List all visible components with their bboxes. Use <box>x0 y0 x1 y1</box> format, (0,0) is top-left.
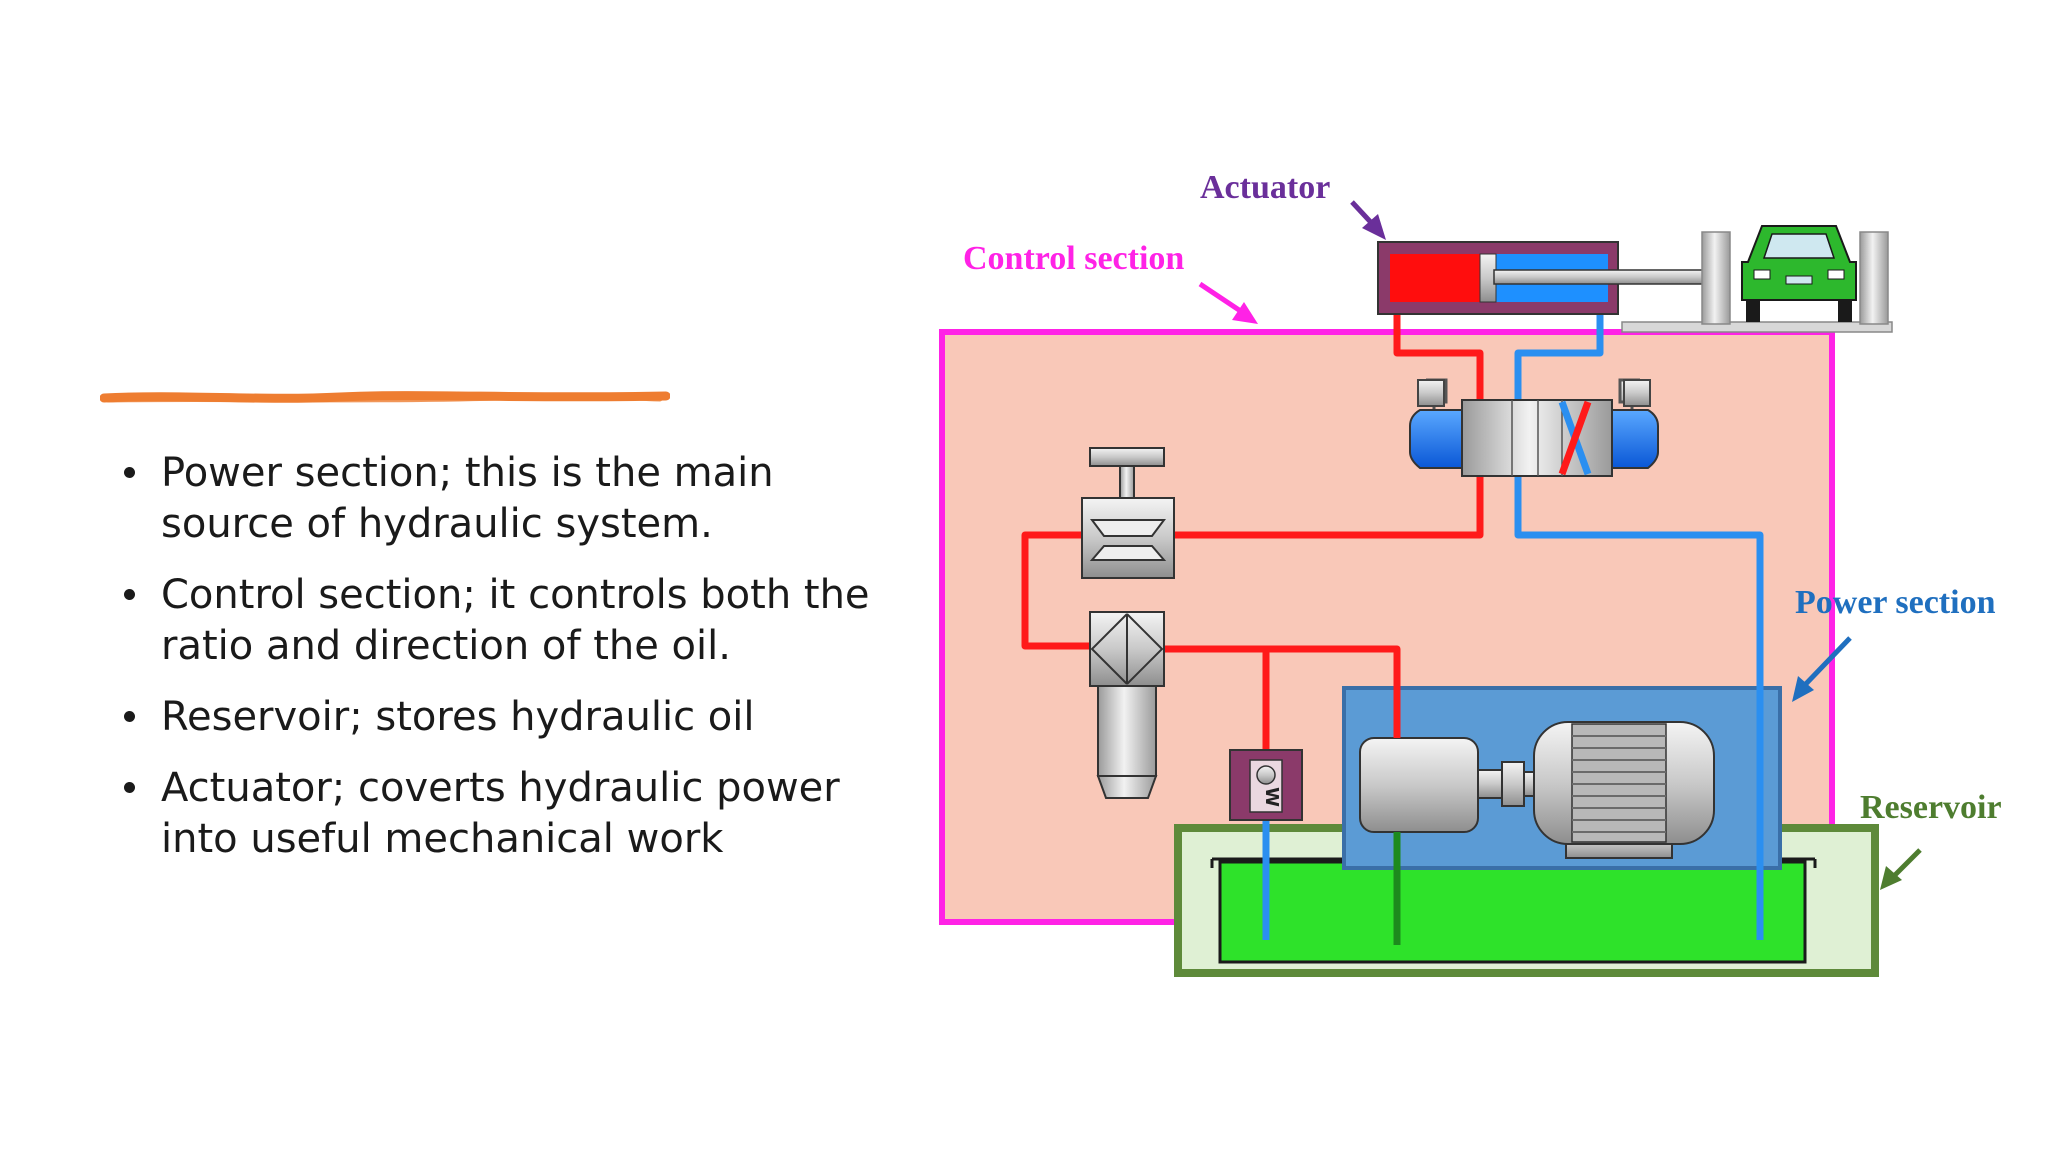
actuator-label: Actuator <box>1200 169 1330 206</box>
power-section-arrow <box>1798 636 1852 692</box>
directional-valve-icon <box>1409 378 1659 477</box>
reservoir-label: Reservoir <box>1860 789 2002 826</box>
bullet-text: Power section; this is the main source o… <box>161 450 774 547</box>
electric-motor-icon <box>1533 721 1715 859</box>
relief-valve-icon <box>1081 447 1175 579</box>
bullet-dot <box>124 711 135 722</box>
check-valve-icon: W <box>1229 749 1303 821</box>
filter-icon <box>1089 611 1165 799</box>
car-icon <box>1621 225 1893 333</box>
hydraulic-diagram: W <box>939 169 2002 977</box>
bullet-item-power: Power section; this is the main source o… <box>118 448 918 550</box>
spring-mark: W <box>1261 787 1282 807</box>
hydraulic-cylinder-icon <box>1377 241 1715 315</box>
bullet-text: Control section; it controls both the ra… <box>161 572 870 669</box>
bullet-dot <box>124 589 135 600</box>
bullet-dot <box>124 467 135 478</box>
bullet-dot <box>124 782 135 793</box>
bullet-text: Reservoir; stores hydraulic oil <box>161 694 755 740</box>
bullet-list: Power section; this is the main source o… <box>118 448 918 885</box>
bullet-item-control: Control section; it controls both the ra… <box>118 570 918 672</box>
bullet-item-actuator: Actuator; coverts hydraulic power into u… <box>118 763 918 865</box>
bullet-text: Actuator; coverts hydraulic power into u… <box>161 765 840 862</box>
power-section-label: Power section <box>1795 584 1996 621</box>
pump-icon <box>1359 737 1537 833</box>
bullet-item-reservoir: Reservoir; stores hydraulic oil <box>118 692 918 743</box>
highlight-stroke <box>100 391 670 403</box>
control-section-label: Control section <box>963 240 1184 277</box>
